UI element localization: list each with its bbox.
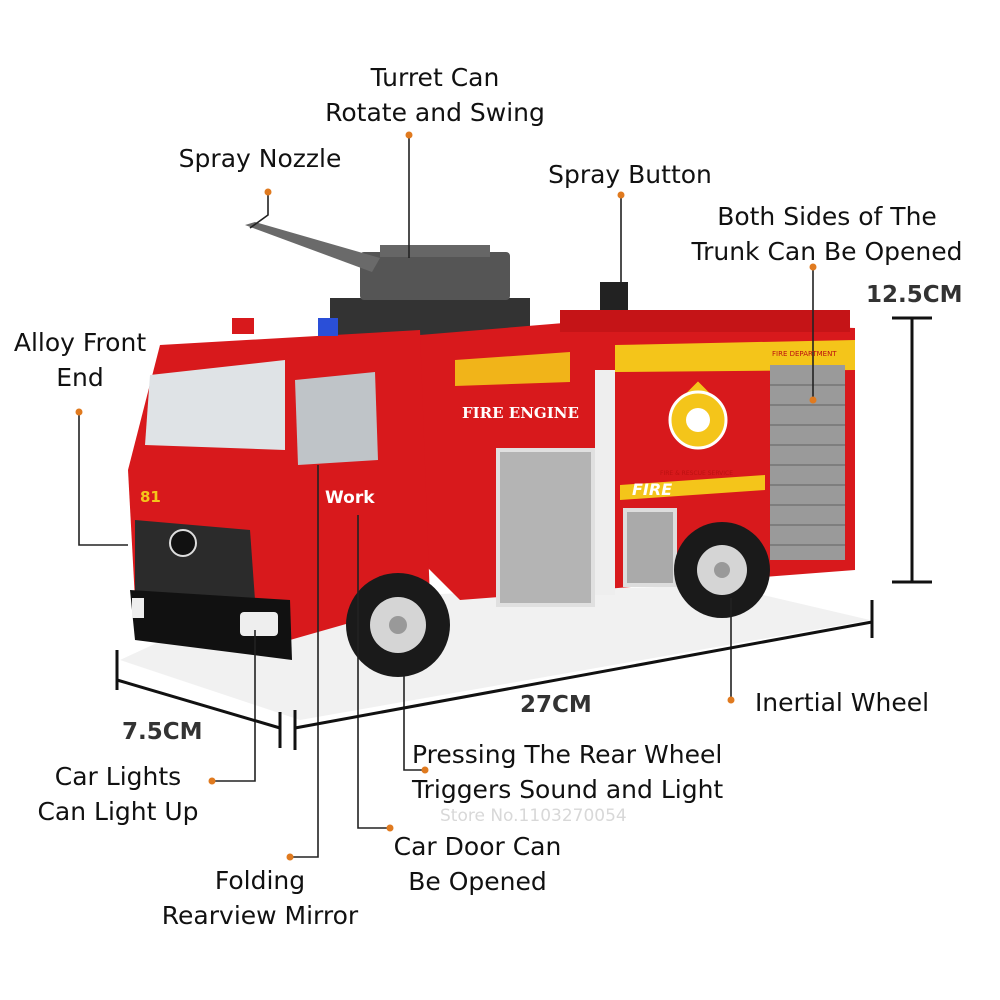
callout-alloy-front: Alloy Front End (0, 325, 160, 395)
callout-turret: Turret Can Rotate and Swing (300, 60, 570, 130)
dimension-width: 7.5CM (122, 719, 203, 745)
callout-dots (75, 131, 817, 861)
callout-car-lights: Car Lights Can Light Up (20, 759, 216, 829)
callout-text: Trunk Can Be Opened (691, 237, 963, 266)
fire-engine-marking: FIRE ENGINE (462, 404, 579, 422)
dimension-height: 12.5CM (866, 282, 963, 308)
service-marking: FIRE & RESCUE SERVICE (660, 470, 734, 477)
callout-text: Turret Can (370, 63, 500, 92)
callout-text: Triggers Sound and Light (412, 775, 724, 804)
cab-number: 81 (140, 488, 161, 506)
callout-text: Be Opened (408, 867, 547, 896)
callout-trunk: Both Sides of The Trunk Can Be Opened (672, 199, 982, 269)
callout-text: Can Light Up (37, 797, 199, 826)
dimension-length: 27CM (520, 692, 592, 718)
fire-marking: FIRE (632, 480, 673, 499)
watermark: Store No.1103270054 (440, 806, 627, 826)
callout-text: Rearview Mirror (161, 901, 359, 930)
callout-text: Rotate and Swing (325, 98, 545, 127)
dept-marking: FIRE DEPARTMENT (772, 350, 837, 358)
spray-button (600, 282, 628, 312)
callout-inertial-wheel: Inertial Wheel (754, 688, 930, 717)
callout-mirror: Folding Rearview Mirror (145, 863, 375, 933)
callout-text: Both Sides of The (717, 202, 937, 231)
callout-text: Folding (214, 866, 306, 895)
truck-cab (128, 318, 430, 660)
callout-text: Pressing The Rear Wheel (412, 740, 723, 769)
callout-lines (78, 135, 814, 858)
callout-text: Car Door Can (393, 832, 562, 861)
dimension-lines (115, 316, 932, 750)
callout-text: End (56, 363, 104, 392)
callout-text: Car Lights (54, 762, 182, 791)
callout-spray-nozzle: Spray Nozzle (178, 144, 342, 173)
callout-text: Alloy Front (13, 328, 147, 357)
rear-wheel (674, 522, 770, 618)
callout-spray-button: Spray Button (548, 160, 712, 189)
callout-car-door: Car Door Can Be Opened (380, 829, 575, 899)
cab-badge: Work (325, 488, 375, 508)
front-wheel (346, 573, 450, 677)
callout-rear-wheel: Pressing The Rear Wheel Triggers Sound a… (412, 737, 742, 807)
